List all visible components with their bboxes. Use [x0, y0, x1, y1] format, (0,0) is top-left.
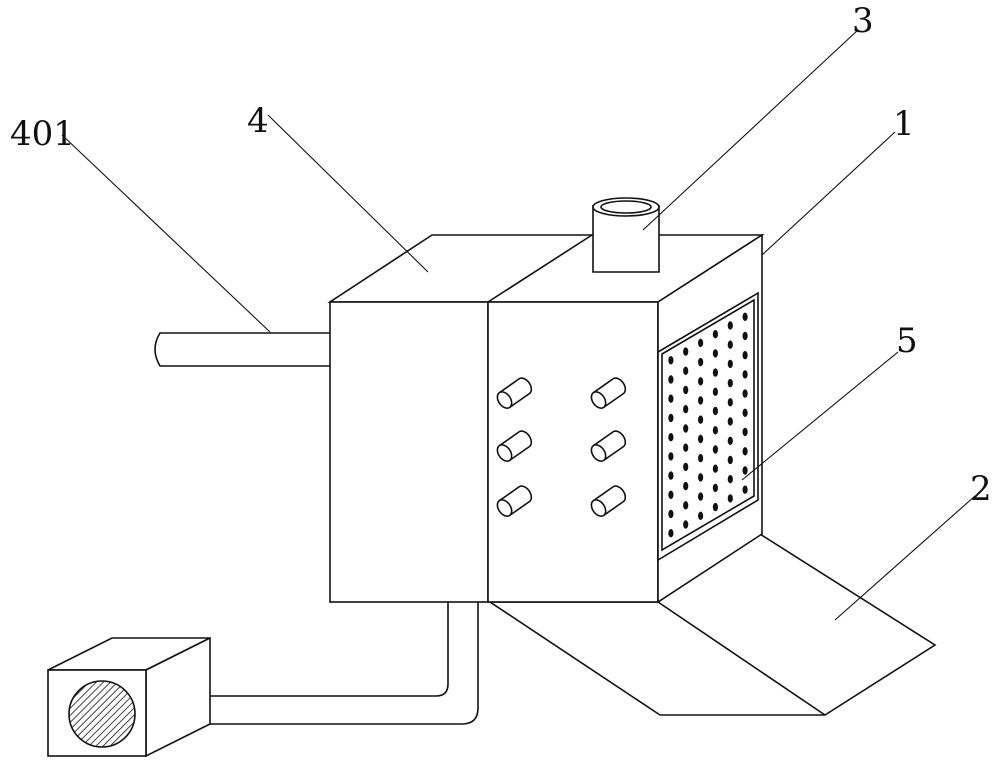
knob	[590, 485, 627, 517]
filter-hole	[698, 473, 704, 482]
filter-holes	[668, 312, 748, 538]
filter-hole	[683, 385, 689, 395]
filter-hole	[668, 509, 674, 519]
filter-hole	[742, 312, 748, 321]
filter-hole	[668, 452, 674, 461]
filter-hole	[727, 475, 733, 484]
filter-hole	[712, 483, 719, 493]
filter-hole	[683, 405, 689, 414]
filter-hole	[727, 321, 733, 330]
filter-hole	[727, 417, 733, 426]
filter-hole	[742, 331, 748, 341]
filter-hole	[712, 349, 719, 358]
filter-hole	[698, 415, 704, 424]
filter-hole	[712, 426, 719, 435]
filter-panel	[657, 291, 759, 562]
knob	[496, 485, 533, 517]
filter-hole	[668, 413, 674, 423]
filter-hole	[727, 378, 733, 388]
filter-hole	[698, 357, 704, 367]
filter-hole	[727, 436, 733, 445]
outlet-pipe	[154, 332, 330, 367]
label-401: 401	[10, 114, 75, 154]
label-2: 2	[970, 469, 992, 509]
filter-hole	[712, 387, 719, 396]
filter-hole	[683, 347, 689, 356]
filter-hole	[742, 447, 748, 456]
filter-hole	[668, 529, 674, 538]
filter-hole	[683, 366, 689, 375]
knob	[590, 430, 627, 462]
filter-hole	[698, 396, 704, 405]
filter-hole	[742, 427, 748, 437]
knob	[496, 430, 533, 462]
filter-hole	[668, 394, 674, 403]
filter-hole	[668, 356, 674, 365]
filter-hole	[668, 471, 674, 480]
filter-hole	[683, 424, 689, 433]
filter-hole	[683, 462, 689, 472]
filter-hole	[683, 520, 689, 529]
label-5: 5	[896, 321, 918, 361]
filter-hole	[742, 351, 748, 360]
filter-hole	[668, 375, 674, 384]
filter-hole	[742, 408, 748, 417]
filter-hole	[698, 511, 704, 520]
side-box-front	[329, 301, 489, 603]
leader-lines	[61, 29, 976, 621]
filter-hole	[742, 389, 748, 398]
filter-hole	[712, 502, 719, 512]
knob	[496, 377, 533, 409]
filter-hole	[712, 330, 719, 339]
filter-hole	[727, 359, 733, 369]
filter-hole	[742, 485, 748, 494]
label-3: 3	[852, 1, 874, 41]
filter-hole	[742, 466, 748, 475]
top-pipe	[592, 197, 660, 273]
filter-hole	[668, 433, 674, 442]
filter-hole	[712, 368, 719, 377]
filter-hole	[698, 338, 704, 348]
blower-box	[47, 636, 211, 758]
filter-hole	[698, 434, 704, 444]
filter-hole	[698, 377, 704, 386]
filter-hole	[712, 406, 719, 416]
fan-icon	[68, 680, 136, 748]
filter-hole	[698, 492, 704, 501]
filter-hole	[727, 340, 733, 349]
filter-hole	[668, 490, 674, 499]
knob	[590, 377, 627, 409]
connecting-tube	[170, 602, 479, 725]
filter-hole	[727, 494, 733, 503]
filter-hole	[683, 501, 689, 510]
knob-group	[496, 377, 627, 517]
filter-hole	[727, 455, 733, 465]
label-4: 4	[247, 101, 269, 141]
filter-hole	[683, 443, 689, 452]
filter-hole	[727, 398, 733, 407]
filter-hole	[742, 370, 748, 379]
filter-hole	[712, 445, 719, 454]
filter-hole	[698, 454, 704, 463]
label-1: 1	[893, 104, 915, 144]
filter-hole	[712, 464, 719, 473]
filter-hole	[683, 481, 689, 491]
